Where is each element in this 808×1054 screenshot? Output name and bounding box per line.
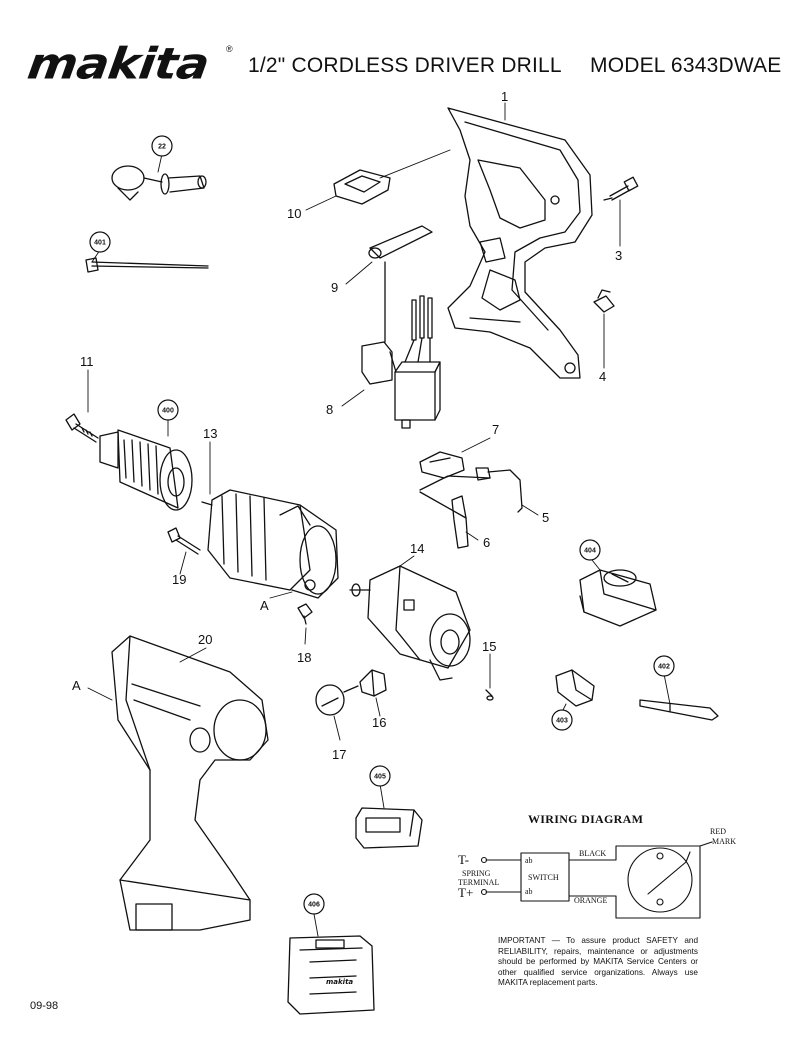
brush-cap-drawing — [315, 684, 359, 716]
negative-terminal-label: T- — [458, 852, 469, 867]
screw-drawing — [603, 176, 639, 201]
wiring-diagram-lines — [480, 841, 713, 919]
part-label: 4 — [599, 369, 606, 384]
part-label: 6 — [483, 535, 490, 550]
switch-drawing — [361, 261, 441, 429]
brush-holder-drawing — [359, 669, 387, 697]
small-screw-drawing — [297, 603, 313, 625]
side-handle-drawing — [111, 165, 207, 201]
page-header: makita ® 1/2" CORDLESS DRIVER DRILL MODE… — [0, 0, 808, 100]
red-mark-label-1: RED — [710, 827, 726, 836]
revision-date: 09-98 — [30, 1000, 59, 1012]
charger-drawing — [355, 807, 423, 849]
part-label: 9 — [331, 280, 338, 295]
accessory-callouts — [89, 135, 675, 915]
black-wire-label: BLACK — [579, 849, 606, 858]
motor-drawing — [349, 565, 471, 681]
part-label: 16 — [372, 715, 386, 730]
motor-screw-drawing — [485, 689, 494, 701]
part-label: 14 — [410, 541, 424, 556]
part-label: 10 — [287, 206, 301, 221]
wiring-diagram-title: WIRING DIAGRAM — [528, 812, 644, 826]
accessory-label: 406 — [308, 902, 320, 909]
callout-circle — [151, 135, 173, 157]
part-label: 1 — [501, 89, 508, 104]
positive-terminal-label: T+ — [458, 885, 473, 900]
part-label: 11 — [80, 354, 94, 369]
model-number: MODEL 6343DWAE — [590, 54, 782, 77]
callout-circle — [579, 539, 601, 561]
leader-lines — [87, 102, 671, 937]
housing-half-drawing — [447, 107, 593, 379]
strap-drawing — [85, 257, 209, 273]
bit-holder-drawing — [555, 669, 595, 707]
part-label: 19 — [172, 572, 186, 587]
part-labels: 1 3 4 5 6 7 8 9 10 11 13 14 15 16 17 18 … — [72, 89, 622, 762]
spring-terminal-label-1: SPRING — [462, 869, 491, 878]
terminal-plates-drawing — [419, 451, 523, 549]
part-label: 15 — [482, 639, 496, 654]
gear-screw-drawing — [167, 527, 201, 555]
callout-circle — [551, 709, 573, 731]
switch-terminal-label: ab — [525, 887, 533, 896]
part-label: 5 — [542, 510, 549, 525]
part-label: A — [72, 678, 81, 693]
orange-wire-label: ORANGE — [574, 896, 607, 905]
accessory-label: 403 — [556, 718, 568, 725]
safety-notice: IMPORTANT — To assure product SAFETY and… — [498, 936, 698, 988]
driver-bit-drawing — [639, 699, 719, 721]
carrying-case-drawing — [287, 935, 375, 1015]
accessory-label: 404 — [584, 548, 596, 555]
trademark-symbol: ® — [226, 44, 233, 54]
accessory-label: 400 — [162, 408, 174, 415]
battery-drawing — [579, 569, 657, 627]
housing-set-drawing — [111, 635, 269, 931]
accessory-label: 22 — [158, 144, 166, 151]
callout-circle — [369, 765, 391, 787]
callout-circle — [157, 399, 179, 421]
part-label: 3 — [615, 248, 622, 263]
chuck-screw-drawing — [65, 413, 99, 443]
drill-chuck-drawing — [99, 429, 193, 511]
switch-label: SWITCH — [528, 873, 559, 882]
part-label: 13 — [203, 426, 217, 441]
part-label: 17 — [332, 747, 346, 762]
accessory-label: 405 — [374, 774, 386, 781]
callout-circle — [89, 231, 111, 253]
clip-drawing — [593, 289, 615, 313]
document-title: 1/2" CORDLESS DRIVER DRILL — [248, 54, 562, 77]
switch-cover-drawing — [333, 169, 391, 205]
wiring-diagram-text: BLACK ORANGE SWITCH ab ab SPRING TERMINA… — [458, 827, 736, 905]
case-brand-mark: makita — [326, 978, 353, 986]
accessory-labels: 22 401 400 402 403 404 405 406 — [94, 144, 670, 909]
accessory-label: 402 — [658, 664, 670, 671]
gear-assembly-drawing — [201, 489, 339, 599]
part-label: 20 — [198, 632, 212, 647]
part-label: 18 — [297, 650, 311, 665]
red-mark-label-2: MARK — [712, 837, 736, 846]
part-label: A — [260, 598, 269, 613]
part-label: 8 — [326, 402, 333, 417]
switch-terminal-label: ab — [525, 856, 533, 865]
accessory-label: 401 — [94, 240, 106, 247]
callout-circle — [653, 655, 675, 677]
part-label: 7 — [492, 422, 499, 437]
spring-terminal-label-2: TERMINAL — [458, 878, 499, 887]
callout-circle — [303, 893, 325, 915]
lever-drawing — [368, 225, 433, 259]
